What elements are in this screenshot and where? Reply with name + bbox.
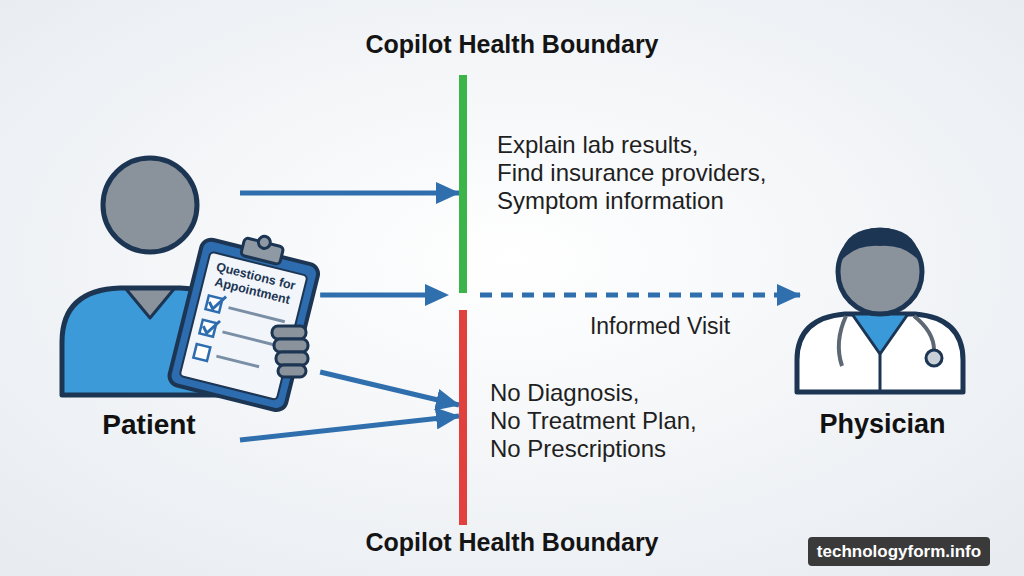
checkmark [202, 317, 220, 335]
checkbox [193, 344, 210, 361]
flow-arrow [320, 293, 800, 298]
finger [278, 365, 306, 377]
flow-arrow [240, 191, 459, 196]
clipboard-paper [180, 252, 308, 400]
checkmark [208, 293, 226, 311]
stethoscope-tube [839, 316, 846, 366]
node-text: No Diagnosis, No Treatment Plan, No Pres… [490, 379, 710, 463]
patient-collar [126, 289, 174, 318]
stethoscope-head [926, 350, 942, 366]
clipboard-icon [167, 222, 324, 412]
list-line [216, 356, 259, 367]
clipboard-node: Questions for Appointment [167, 238, 320, 413]
clipboard-clip-ring [257, 235, 272, 250]
node-text: Physician [800, 409, 965, 440]
hand-icon [272, 326, 308, 377]
patient-node: Patient [58, 150, 240, 450]
node-text: Patient [58, 409, 240, 441]
physician-icon [797, 228, 963, 392]
physician-shirt [852, 314, 908, 354]
clipboard-board [167, 238, 320, 413]
forbidden-zone: No Diagnosis, No Treatment Plan, No Pres… [459, 310, 759, 525]
node-text: Explain lab results, Find insurance prov… [497, 131, 782, 215]
stethoscope-tube [914, 316, 934, 350]
watermark: technologyform.info [808, 537, 990, 566]
patient-head [103, 158, 197, 252]
edge-label: Informed Visit [560, 313, 760, 340]
flow-arrow [240, 416, 459, 440]
finger [272, 326, 306, 339]
coat-seam [879, 354, 882, 392]
physician-node: Physician [800, 228, 965, 448]
physician-coat [797, 314, 963, 392]
finger [274, 339, 308, 352]
list-line [228, 308, 284, 322]
allowed-zone: Explain lab results, Find insurance prov… [459, 75, 789, 293]
list-line [222, 332, 278, 346]
finger [276, 352, 308, 365]
diagram-title: Copilot Health Boundary [312, 30, 712, 59]
physician-hair [840, 228, 920, 262]
node-text: Questions for Appointment [202, 257, 306, 310]
boundary-caption: Copilot Health Boundary [312, 528, 712, 557]
arrow-head [425, 284, 449, 306]
flow-arrow [320, 372, 459, 405]
